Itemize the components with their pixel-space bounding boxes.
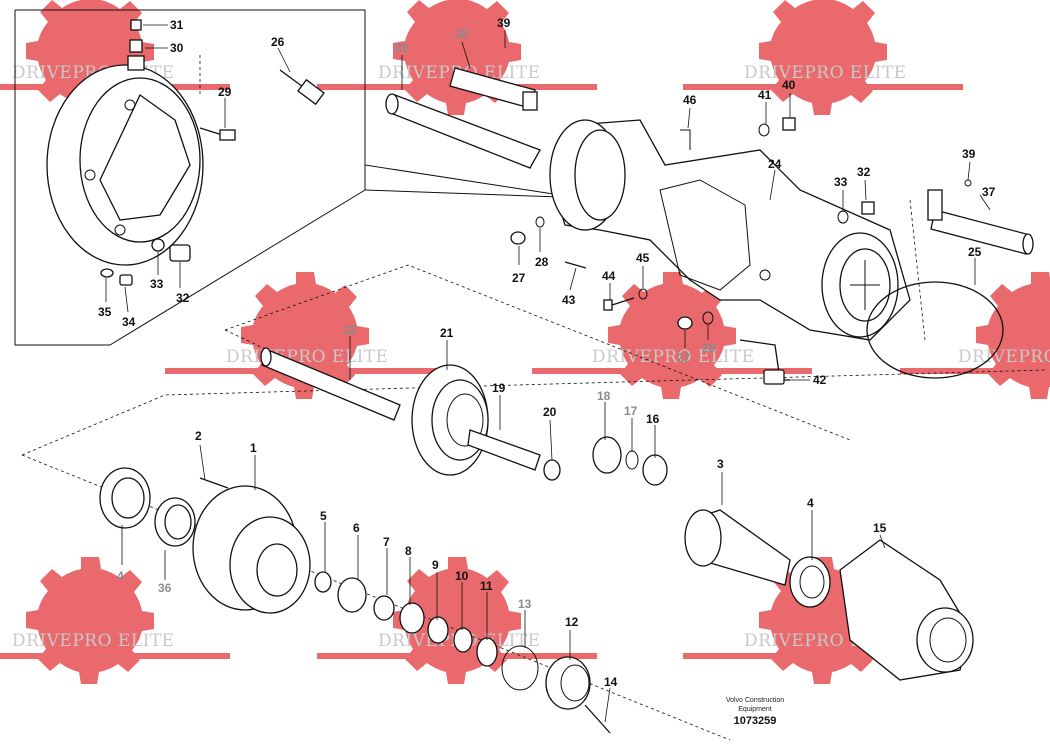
callout-40: 40 bbox=[782, 78, 796, 92]
callout-21: 21 bbox=[440, 326, 454, 340]
callout-15: 15 bbox=[873, 521, 887, 535]
callout-3: 3 bbox=[717, 457, 724, 471]
fasteners bbox=[510, 117, 972, 385]
axle-housing bbox=[549, 119, 911, 341]
callout-18: 18 bbox=[597, 389, 611, 403]
callout-labels: 1 2 3 4 4 5 6 7 8 9 10 11 12 13 14 15 16… bbox=[98, 16, 996, 689]
callout-28: 28 bbox=[702, 341, 716, 355]
callout-6: 6 bbox=[353, 521, 360, 535]
callout-37: 37 bbox=[982, 185, 996, 199]
planetary-parts bbox=[411, 281, 1004, 486]
callout-5: 5 bbox=[320, 509, 327, 523]
callout-19: 19 bbox=[492, 381, 506, 395]
callout-39: 39 bbox=[497, 16, 511, 30]
callout-46: 46 bbox=[683, 93, 697, 107]
callout-34: 34 bbox=[122, 315, 136, 329]
callout-32: 32 bbox=[176, 291, 190, 305]
callout-12: 12 bbox=[565, 615, 579, 629]
drive-shafts bbox=[260, 67, 1034, 421]
callout-7: 7 bbox=[383, 535, 390, 549]
callout-9: 9 bbox=[432, 558, 439, 572]
callout-2: 2 bbox=[195, 429, 202, 443]
callout-33: 33 bbox=[834, 175, 848, 189]
manufacturer-logo: Volvo Construction Equipment 1073259 bbox=[726, 697, 784, 727]
callout-29: 29 bbox=[218, 85, 232, 99]
callout-28: 28 bbox=[535, 255, 549, 269]
callout-8: 8 bbox=[405, 544, 412, 558]
callout-27: 27 bbox=[677, 351, 691, 365]
callout-26: 26 bbox=[271, 35, 285, 49]
callout-4: 4 bbox=[807, 496, 814, 510]
callout-35: 35 bbox=[98, 305, 112, 319]
callout-32: 32 bbox=[857, 165, 871, 179]
detail-inset bbox=[14, 9, 561, 346]
callout-41: 41 bbox=[758, 88, 772, 102]
watermark-text: DRIVEPRO ELITE bbox=[592, 347, 755, 367]
watermark-text: DRIVEPRO ELITE bbox=[958, 347, 1050, 367]
callout-42: 42 bbox=[813, 373, 827, 387]
drawing-number: 1073259 bbox=[734, 715, 777, 727]
callout-27: 27 bbox=[512, 271, 526, 285]
callout-33: 33 bbox=[150, 277, 164, 291]
callout-39: 39 bbox=[962, 147, 976, 161]
callout-45: 45 bbox=[636, 251, 650, 265]
watermark-text: DRIVEPRO ELITE bbox=[12, 631, 175, 651]
brand-line-2: Equipment bbox=[738, 706, 772, 713]
callout-20: 20 bbox=[543, 405, 557, 419]
callout-30: 30 bbox=[170, 41, 184, 55]
callout-22: 22 bbox=[343, 323, 357, 337]
callout-36: 36 bbox=[158, 581, 172, 595]
callout-31: 31 bbox=[170, 18, 184, 32]
wheel-hub-parts bbox=[99, 467, 974, 734]
callout-24: 24 bbox=[768, 157, 782, 171]
callout-23: 23 bbox=[395, 41, 409, 55]
watermark-text: DRIVEPRO ELITE bbox=[226, 347, 389, 367]
callout-44: 44 bbox=[602, 269, 616, 283]
callout-25: 25 bbox=[968, 245, 982, 259]
callout-10: 10 bbox=[455, 569, 469, 583]
callout-17: 17 bbox=[624, 404, 638, 418]
callout-43: 43 bbox=[562, 293, 576, 307]
callout-1: 1 bbox=[250, 441, 257, 455]
leader-lines bbox=[105, 24, 991, 723]
callout-16: 16 bbox=[646, 412, 660, 426]
callout-38: 38 bbox=[455, 27, 469, 41]
callout-13: 13 bbox=[518, 597, 532, 611]
watermark-text: DRIVEPRO ELITE bbox=[744, 63, 907, 83]
brand-line-1: Volvo Construction bbox=[726, 697, 784, 704]
callout-4: 4 bbox=[117, 569, 124, 583]
callout-11: 11 bbox=[480, 579, 493, 593]
callout-14: 14 bbox=[604, 675, 618, 689]
